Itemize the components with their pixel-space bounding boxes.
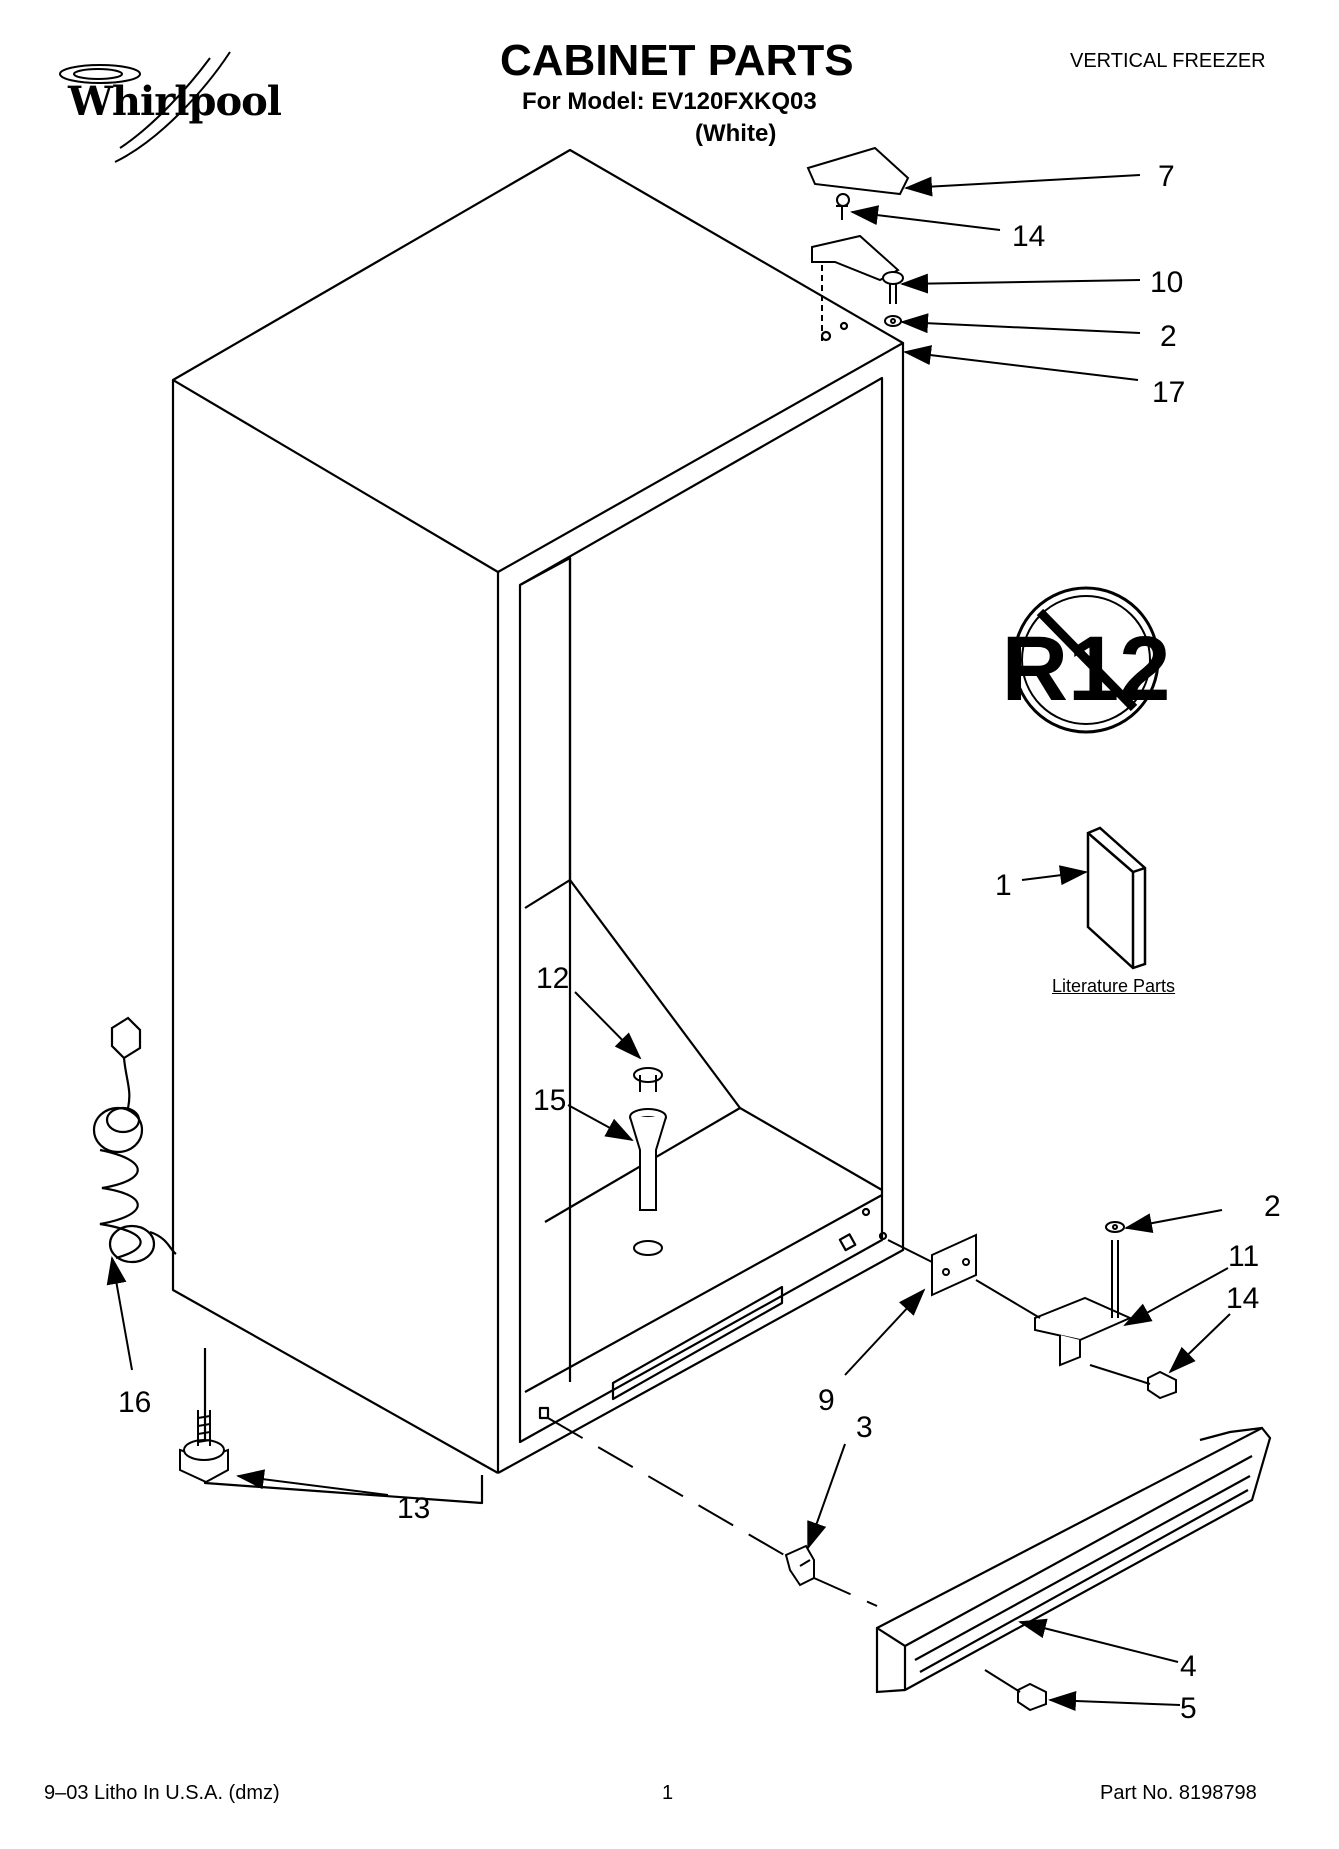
cabinet [171, 148, 905, 1505]
whirlpool-logo-swirl [59, 51, 231, 163]
callout-7: 7 [1158, 160, 1175, 193]
product-type: VERTICAL FREEZER [1070, 50, 1266, 72]
model-color: (White) [695, 120, 777, 147]
callout-13: 13 [397, 1492, 430, 1525]
toe-grille [875, 1426, 1272, 1694]
alignment-lines [547, 1239, 1041, 1607]
r12-badge: R12 [1002, 586, 1171, 734]
callout-17: 17 [1152, 376, 1185, 409]
callout-3: 3 [856, 1411, 873, 1444]
callout-5: 5 [1180, 1692, 1197, 1725]
part-number: Part No. 8198798 [1100, 1782, 1257, 1804]
callout-2-bottom: 2 [1264, 1190, 1281, 1223]
callout-15: 15 [533, 1084, 566, 1117]
r12-badge-text: R12 [1002, 618, 1171, 720]
callout-4: 4 [1180, 1650, 1197, 1683]
literature-parts-label: Literature Parts [1052, 976, 1176, 996]
model-number: For Model: EV120FXKQ03 [522, 88, 817, 115]
callout-9: 9 [818, 1384, 835, 1417]
callout-11: 11 [1228, 1240, 1259, 1273]
drain-assembly [629, 1067, 667, 1256]
callout-16: 16 [118, 1386, 151, 1419]
leader-lines [106, 174, 1231, 1711]
page-number: 1 [662, 1782, 674, 1804]
callout-2-top: 2 [1160, 320, 1177, 353]
leveling-leg [179, 1410, 229, 1484]
literature-book-icon [1086, 826, 1147, 970]
callout-14-bottom: 14 [1226, 1282, 1259, 1315]
top-hinge-assembly [806, 146, 910, 345]
grille-clip [784, 1544, 815, 1587]
print-info: 9–03 Litho In U.S.A. (dmz) [44, 1782, 280, 1804]
power-cord [92, 1016, 177, 1264]
bottom-hinge-assembly [931, 1221, 1177, 1400]
callout-1: 1 [995, 869, 1012, 902]
callout-12: 12 [536, 962, 569, 995]
callout-numbers: 7 14 10 2 17 1 12 15 16 13 2 11 14 9 3 4… [118, 160, 1281, 1725]
callout-10: 10 [1150, 266, 1183, 299]
grille-screw [984, 1669, 1047, 1712]
callout-14-top: 14 [1012, 220, 1045, 253]
brand-logo: Whirlpool [68, 78, 282, 125]
page-title: CABINET PARTS [500, 36, 854, 85]
